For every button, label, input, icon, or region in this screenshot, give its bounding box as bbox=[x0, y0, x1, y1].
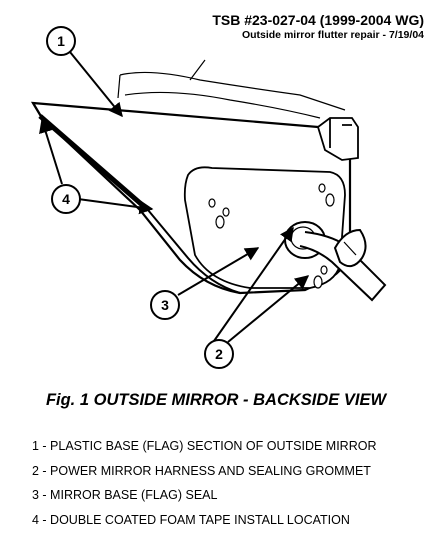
document-title: TSB #23-027-04 (1999-2004 WG) bbox=[212, 12, 424, 28]
leader-lines bbox=[39, 51, 310, 343]
callout-2: 2 bbox=[204, 339, 234, 369]
leader-4a bbox=[39, 118, 63, 185]
leader-2b bbox=[227, 275, 310, 343]
mirror-bracket bbox=[316, 117, 359, 161]
callout-3: 3 bbox=[150, 290, 180, 320]
callout-2-label: 2 bbox=[215, 346, 223, 362]
figure-caption: Fig. 1 OUTSIDE MIRROR - BACKSIDE VIEW bbox=[45, 391, 387, 409]
callout-4: 4 bbox=[51, 184, 81, 214]
leader-4b bbox=[77, 198, 154, 215]
document-subtitle: Outside mirror flutter repair - 7/19/04 bbox=[241, 29, 424, 41]
callout-1: 1 bbox=[46, 26, 76, 56]
door-outline bbox=[117, 59, 346, 119]
legend-item-3: 3 - MIRROR BASE (FLAG) SEAL bbox=[32, 488, 218, 502]
legend-item-1: 1 - PLASTIC BASE (FLAG) SECTION OF OUTSI… bbox=[32, 439, 377, 453]
mirror-base-seal bbox=[183, 166, 346, 289]
leader-3 bbox=[177, 247, 260, 296]
foam-tape-strip bbox=[38, 114, 150, 212]
callout-1-label: 1 bbox=[57, 33, 65, 49]
mirror-diagram: 1 4 3 2 bbox=[30, 26, 387, 369]
legend-item-2: 2 - POWER MIRROR HARNESS AND SEALING GRO… bbox=[32, 463, 371, 478]
header: TSB #23-027-04 (1999-2004 WG) Outside mi… bbox=[212, 12, 424, 42]
legend-item-4: 4 - DOUBLE COATED FOAM TAPE INSTALL LOCA… bbox=[32, 512, 350, 527]
power-mirror-harness bbox=[299, 228, 387, 302]
legend-list: 1 - PLASTIC BASE (FLAG) SECTION OF OUTSI… bbox=[32, 434, 377, 532]
callout-3-label: 3 bbox=[161, 297, 169, 313]
leader-1 bbox=[69, 51, 123, 118]
leader-2a bbox=[213, 226, 294, 342]
callout-4-label: 4 bbox=[62, 191, 70, 207]
